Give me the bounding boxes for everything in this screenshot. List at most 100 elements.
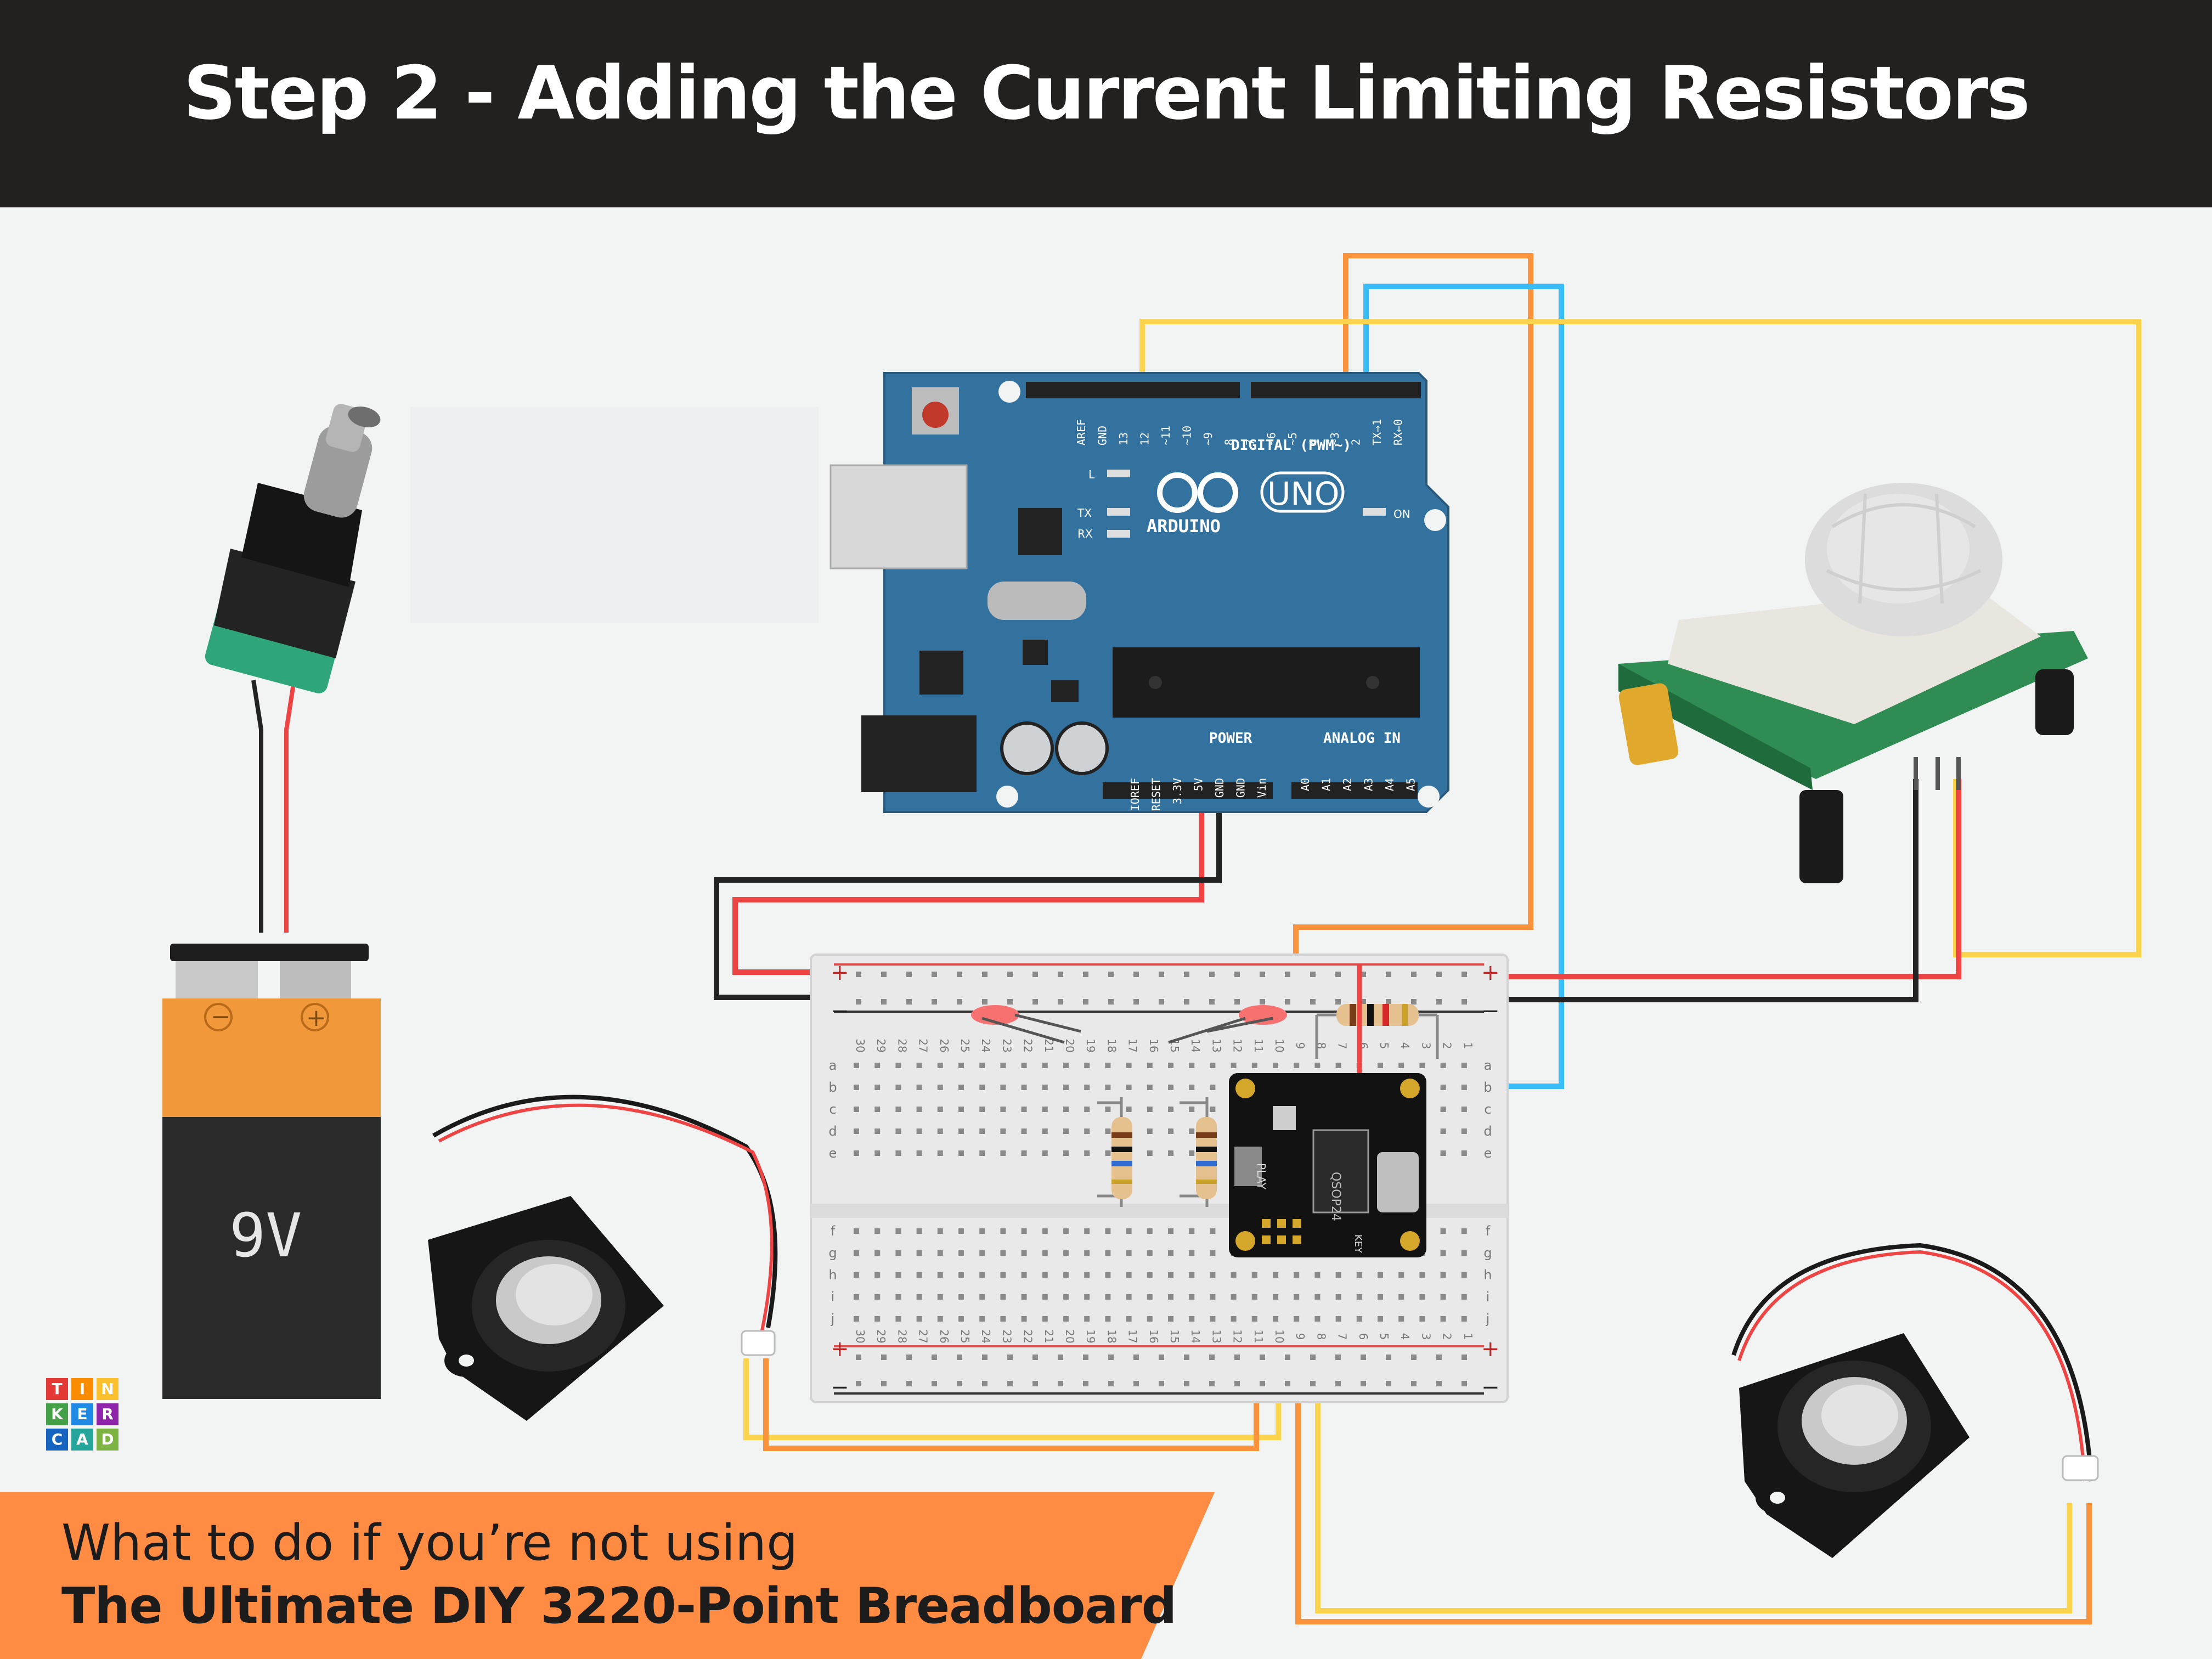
terminal-hole — [1126, 1272, 1132, 1278]
terminal-hole — [958, 1272, 964, 1278]
row-letter: e — [829, 1146, 837, 1161]
terminal-hole — [854, 1128, 859, 1134]
column-number: 23 — [1000, 1329, 1013, 1343]
terminal-hole — [1461, 1128, 1467, 1134]
terminal-hole — [874, 1228, 881, 1234]
pin-label: 7 — [1244, 439, 1257, 445]
terminal-hole — [979, 1250, 985, 1256]
pin-label: 8 — [1223, 439, 1236, 445]
terminal-hole — [937, 1085, 943, 1090]
pin-label: ~9 — [1201, 432, 1215, 445]
rail-hole — [1260, 1381, 1265, 1386]
rail-hole — [1058, 1355, 1063, 1360]
column-number: 27 — [917, 1039, 930, 1052]
rail-hole — [932, 972, 937, 977]
rail-hole — [1007, 972, 1013, 977]
column-number: 5 — [1378, 1333, 1391, 1340]
column-number: 12 — [1231, 1329, 1244, 1343]
rail-minus-label: − — [1481, 1375, 1500, 1400]
terminal-hole — [979, 1107, 985, 1112]
terminal-hole — [958, 1085, 964, 1090]
terminal-hole — [1168, 1294, 1173, 1300]
rail-hole — [1285, 1355, 1290, 1360]
column-number: 16 — [1147, 1039, 1160, 1052]
mp3-play-label: PLAY — [1255, 1163, 1268, 1190]
terminal-hole — [1063, 1228, 1069, 1234]
page-title: Step 2 - Adding the Current Limiting Res… — [183, 50, 2030, 136]
column-number: 3 — [1419, 1042, 1432, 1049]
rail-hole — [957, 1355, 962, 1360]
terminal-hole — [1105, 1272, 1111, 1278]
terminal-hole — [1105, 1085, 1111, 1090]
terminal-hole — [895, 1294, 901, 1300]
pir-black-wire — [1470, 779, 1918, 1002]
terminal-hole — [1042, 1272, 1048, 1278]
terminal-hole — [958, 1150, 964, 1156]
column-number: 30 — [854, 1039, 867, 1052]
terminal-hole — [1105, 1250, 1111, 1256]
rail-hole — [1159, 972, 1164, 977]
terminal-hole — [895, 1228, 901, 1234]
rail-hole — [1159, 1381, 1164, 1386]
terminal-hole — [1189, 1316, 1195, 1322]
terminal-hole — [916, 1085, 922, 1090]
terminal-hole — [979, 1128, 985, 1134]
terminal-hole — [1440, 1150, 1446, 1156]
row-letter: c — [829, 1102, 836, 1117]
terminal-hole — [916, 1228, 922, 1234]
terminal-hole — [1440, 1316, 1446, 1322]
rail-hole — [1108, 999, 1114, 1005]
rail-hole — [1234, 1381, 1240, 1386]
rail-hole — [1411, 999, 1417, 1005]
terminal-hole — [1042, 1250, 1048, 1256]
red-led-left — [971, 1005, 1081, 1044]
rail-hole — [1058, 972, 1063, 977]
terminal-hole — [1461, 1272, 1467, 1278]
terminal-hole — [1063, 1085, 1069, 1090]
rail-hole — [1285, 1381, 1290, 1386]
terminal-hole — [979, 1150, 985, 1156]
terminal-hole — [1189, 1294, 1195, 1300]
rail-hole — [982, 1355, 988, 1360]
rail-hole — [1083, 1381, 1088, 1386]
rail-hole — [1032, 972, 1038, 977]
terminal-hole — [874, 1294, 881, 1300]
column-number: 9 — [1294, 1333, 1307, 1340]
terminal-hole — [1168, 1150, 1173, 1156]
rail-hole — [1310, 1355, 1316, 1360]
logo-letter: I — [71, 1378, 93, 1400]
terminal-hole — [874, 1272, 881, 1278]
column-number: 17 — [1126, 1329, 1139, 1343]
logo-letter: T — [46, 1378, 68, 1400]
rail-hole — [881, 1381, 887, 1386]
mp3-key-label: KEY — [1352, 1234, 1364, 1254]
column-number: 19 — [1084, 1039, 1097, 1052]
terminal-hole — [1210, 1085, 1216, 1090]
terminal-hole — [1294, 1272, 1300, 1278]
arduino-brand-label: ARDUINO — [1147, 516, 1221, 537]
terminal-hole — [1126, 1250, 1132, 1256]
rail-hole — [1462, 1355, 1467, 1360]
pin-label: 5V — [1192, 778, 1205, 791]
rail-hole — [1058, 999, 1063, 1005]
rail-hole — [1436, 999, 1442, 1005]
rail-hole — [1310, 1381, 1316, 1386]
column-number: 28 — [895, 1329, 909, 1343]
row-letter: c — [1484, 1102, 1491, 1117]
rail-hole — [1234, 999, 1240, 1005]
rail-hole — [906, 972, 912, 977]
terminal-hole — [937, 1128, 943, 1134]
rail-hole — [1462, 999, 1467, 1005]
terminal-hole — [1105, 1150, 1111, 1156]
battery-red-wire — [284, 680, 296, 933]
arduino-5v-red-wire — [732, 790, 1204, 975]
rail-hole — [932, 999, 937, 1005]
column-number: 2 — [1441, 1042, 1454, 1049]
rail-hole — [1108, 1381, 1114, 1386]
rail-hole — [1133, 1355, 1139, 1360]
terminal-hole — [1042, 1085, 1048, 1090]
terminal-hole — [1063, 1294, 1069, 1300]
terminal-hole — [937, 1150, 943, 1156]
rail-hole — [1032, 1355, 1038, 1360]
